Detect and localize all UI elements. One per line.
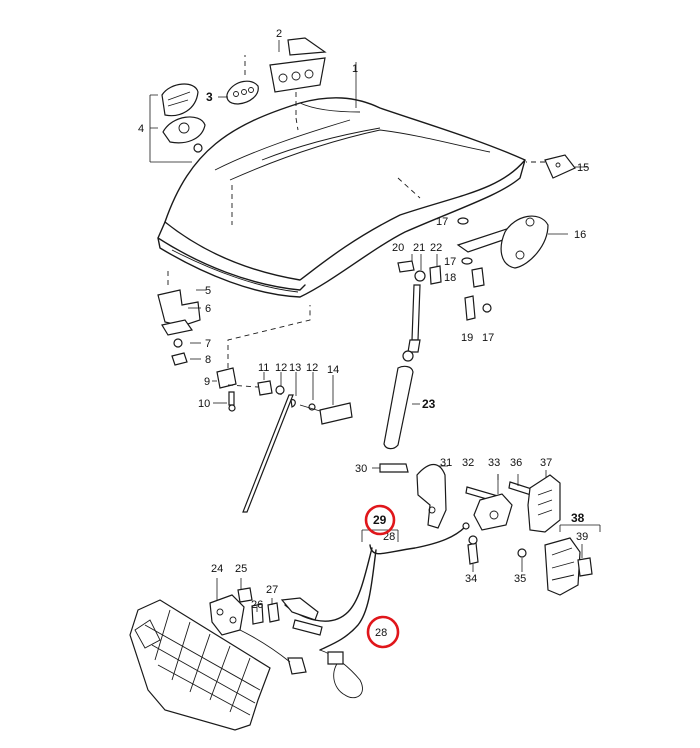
callout-24: 24 bbox=[211, 563, 223, 575]
callout-13: 13 bbox=[289, 362, 301, 374]
callout-7: 7 bbox=[205, 338, 211, 350]
callout-39: 39 bbox=[576, 531, 588, 543]
bracket-part-15 bbox=[526, 154, 588, 179]
hinge-bracket-part-2 bbox=[269, 37, 327, 115]
callout-38: 38 bbox=[571, 511, 585, 525]
lock-assembly bbox=[372, 463, 601, 596]
front-latch-and-grille bbox=[129, 578, 307, 731]
callout-12b: 12 bbox=[306, 362, 318, 374]
prop-rod-assembly bbox=[227, 372, 353, 513]
callout-34: 34 bbox=[465, 573, 477, 585]
callout-26: 26 bbox=[251, 599, 263, 611]
callout-32: 32 bbox=[462, 457, 474, 469]
hinge-part-16 bbox=[456, 215, 568, 269]
callout-22: 22 bbox=[430, 242, 442, 254]
callout-1: 1 bbox=[352, 63, 358, 75]
callout-17c: 17 bbox=[482, 332, 494, 344]
callout-17b: 17 bbox=[444, 256, 456, 268]
callout-28b: 28 bbox=[375, 627, 387, 639]
latch-assembly-left bbox=[157, 270, 311, 412]
hardware-parts-17-22 bbox=[397, 217, 492, 321]
callout-37: 37 bbox=[540, 457, 552, 469]
highlight-circle-28 bbox=[366, 615, 400, 649]
callout-31: 31 bbox=[440, 457, 452, 469]
callout-11: 11 bbox=[258, 362, 269, 374]
highlight-circle-29 bbox=[364, 504, 396, 536]
callout-10: 10 bbox=[198, 398, 210, 410]
callout-3: 3 bbox=[206, 90, 213, 104]
callout-12a: 12 bbox=[275, 362, 287, 374]
callout-36: 36 bbox=[510, 457, 522, 469]
callout-5: 5 bbox=[205, 285, 211, 297]
release-cable bbox=[280, 522, 470, 699]
crest-part-4 bbox=[149, 83, 206, 163]
callout-2: 2 bbox=[276, 28, 282, 40]
callout-6: 6 bbox=[205, 303, 211, 315]
sleeve-part-23 bbox=[383, 365, 420, 450]
callout-33: 33 bbox=[488, 457, 500, 469]
callout-16: 16 bbox=[574, 229, 586, 241]
callout-29: 29 bbox=[373, 513, 387, 527]
callout-30: 30 bbox=[355, 463, 367, 475]
callout-19: 19 bbox=[461, 332, 473, 344]
callout-15: 15 bbox=[577, 162, 589, 174]
gas-strut bbox=[402, 284, 421, 362]
callout-27: 27 bbox=[266, 584, 278, 596]
callout-9: 9 bbox=[204, 376, 210, 388]
hood-panel bbox=[157, 62, 526, 298]
callout-35: 35 bbox=[514, 573, 526, 585]
callout-4: 4 bbox=[138, 123, 144, 135]
callout-14: 14 bbox=[327, 364, 339, 376]
callout-18: 18 bbox=[444, 272, 456, 284]
callout-17a: 17 bbox=[436, 216, 448, 228]
highlight-markers bbox=[364, 504, 400, 649]
callout-labels: 1 2 3 4 5 6 7 8 9 10 11 12 12 13 14 15 1… bbox=[138, 28, 589, 639]
emblem-part-3 bbox=[218, 55, 259, 105]
callout-8: 8 bbox=[205, 354, 211, 366]
callout-20: 20 bbox=[392, 242, 404, 254]
callout-23: 23 bbox=[422, 397, 436, 411]
callout-21: 21 bbox=[413, 242, 425, 254]
callout-25: 25 bbox=[235, 563, 247, 575]
